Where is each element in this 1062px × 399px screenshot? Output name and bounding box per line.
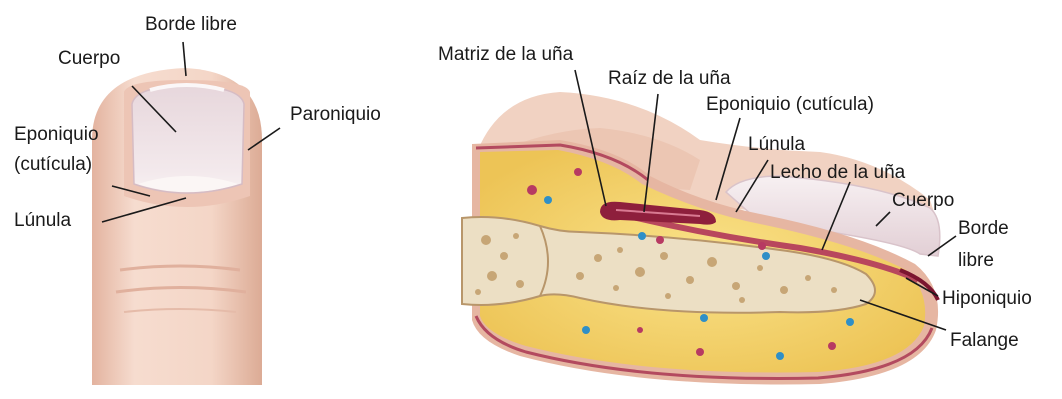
label-borde-line1: Borde <box>958 218 1009 239</box>
label-paroniquio: Paroniquio <box>290 104 381 125</box>
label-borde-libre: Borde libre <box>145 14 237 35</box>
label-cuerpo-right: Cuerpo <box>892 190 954 211</box>
finger-front-view <box>92 68 262 385</box>
label-eponiquio-line1: Eponiquio <box>14 124 99 145</box>
label-eponiquio-line2: (cutícula) <box>14 154 92 175</box>
label-falange: Falange <box>950 330 1019 351</box>
label-lunula-right: Lúnula <box>748 134 805 155</box>
label-raiz: Raíz de la uña <box>608 68 731 89</box>
label-matriz: Matriz de la uña <box>438 44 574 65</box>
finger-cross-section <box>462 92 940 384</box>
label-hiponiquio: Hiponiquio <box>942 288 1032 309</box>
label-lecho: Lecho de la uña <box>770 162 906 183</box>
label-lunula: Lúnula <box>14 210 71 231</box>
label-eponiquio-right: Eponiquio (cutícula) <box>706 94 874 115</box>
label-cuerpo: Cuerpo <box>58 48 120 69</box>
label-borde-line2: libre <box>958 250 994 271</box>
